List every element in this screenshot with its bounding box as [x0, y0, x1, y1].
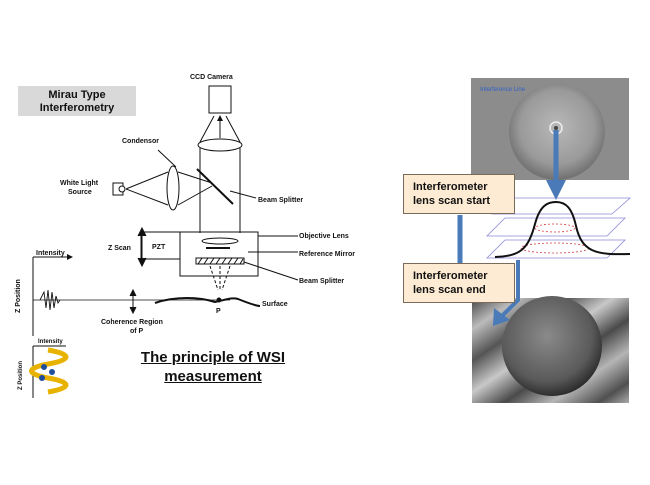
- intensity-label: Intensity: [36, 250, 65, 257]
- scan-diagram: [486, 197, 632, 259]
- scan-start-line-1: Interferometer: [413, 181, 488, 193]
- method-title-line-2: Interferometry: [39, 102, 115, 114]
- condensor-label: Condensor: [122, 138, 159, 145]
- point-p-label: P: [216, 308, 221, 315]
- surface-label: Surface: [262, 301, 288, 308]
- z-position-small-label: Z Position: [18, 361, 24, 390]
- objective-lens-label: Objective Lens: [299, 233, 349, 240]
- method-title-box: Mirau Type Interferometry: [18, 86, 136, 116]
- caption-line-2: measurement: [164, 368, 262, 385]
- pzt-box: [140, 231, 181, 260]
- diagram-caption: The principle of WSI measurement: [128, 348, 298, 386]
- scan-end-callout: Interferometer lens scan end: [403, 263, 515, 303]
- reference-mirror-label: Reference Mirror: [299, 251, 355, 258]
- mirau-schematic: [32, 85, 299, 336]
- z-position-label: Z Position: [15, 279, 22, 313]
- ccd-camera-box: [208, 85, 232, 114]
- beam-splitter-bottom-label: Beam Splitter: [299, 278, 344, 285]
- coherence-label-1: Coherence Region: [101, 319, 163, 326]
- intensity-inset: Intensity Z Position: [18, 339, 69, 398]
- z-scan-label: Z Scan: [108, 245, 131, 252]
- pzt-label: PZT: [152, 244, 166, 251]
- scan-start-callout: Interferometer lens scan start: [403, 174, 515, 214]
- method-title-line-1: Mirau Type: [48, 89, 106, 101]
- coherence-label-2: of P: [130, 328, 144, 335]
- white-light-label-1: White Light: [60, 180, 99, 187]
- scan-end-line-1: Interferometer: [413, 270, 488, 282]
- interference-line-label: Interference Line: [480, 87, 526, 93]
- scan-start-line-2: lens scan start: [413, 195, 491, 207]
- yellow-wave: [29, 347, 69, 395]
- top-surface-photo: Interference Line: [471, 78, 629, 180]
- scan-end-line-2: lens scan end: [413, 284, 486, 296]
- beam-splitter-top-label: Beam Splitter: [258, 197, 303, 204]
- white-light-label-2: Source: [68, 189, 92, 196]
- ccd-camera-label: CCD Camera: [190, 74, 233, 81]
- mirau-labels: CCD Camera Condensor White Light Source …: [15, 74, 355, 335]
- intensity-small-label: Intensity: [38, 339, 63, 345]
- caption-line-1: The principle of WSI: [140, 349, 286, 366]
